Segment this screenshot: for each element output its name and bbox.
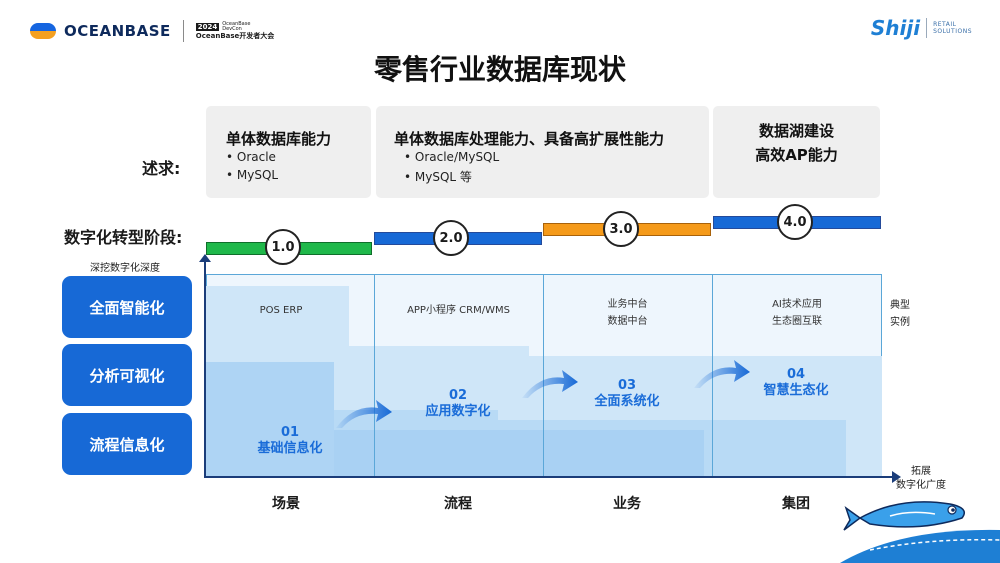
- example-col-3: 业务中台 数据中台: [543, 296, 712, 330]
- depth-axis: [204, 258, 206, 478]
- stage-badge-4: 4.0: [777, 204, 813, 240]
- conf-tag-top: OceanBase: [222, 21, 251, 27]
- capability-visual-analytics: 分析可视化: [62, 344, 192, 406]
- bottom-label-group: 集团: [782, 496, 810, 512]
- oceanbase-mark-icon: [30, 23, 56, 39]
- phase-02-name: 应用数字化: [425, 404, 491, 419]
- conf-name: OceanBase开发者大会: [195, 32, 275, 40]
- example-col-4: AI技术应用 生态圈互联: [712, 296, 882, 330]
- example-col-4-line1: AI技术应用: [772, 299, 822, 310]
- shiji-sub-2: SOLUTIONS: [933, 28, 972, 35]
- example-col-4-line2: 生态圈互联: [772, 316, 822, 327]
- phase-02-num: 02: [448, 388, 468, 403]
- phase-04: 04 智慧生态化: [736, 367, 856, 399]
- stage-label: 数字化转型阶段:: [64, 228, 183, 247]
- mascot-fish-icon: [840, 501, 1000, 563]
- progress-arrow-icon: [522, 370, 578, 398]
- bottom-label-scene: 场景: [272, 496, 300, 512]
- requirement-heading-2: 单体数据库处理能力、具备高扩展性能力: [394, 130, 665, 148]
- breadth-label-2: 数字化广度: [896, 480, 946, 491]
- example-col-3-line2: 数据中台: [607, 316, 648, 327]
- progress-arrow-icon: [336, 400, 392, 428]
- bottom-label-process: 流程: [444, 496, 472, 512]
- phase-01-num: 01: [280, 425, 300, 440]
- depth-axis-label: 深挖数字化深度: [90, 263, 160, 274]
- stage-badge-1: 1.0: [265, 229, 301, 265]
- band-low-2: [334, 430, 704, 476]
- shiji-divider: [926, 18, 928, 38]
- requirement-item: • MySQL 等: [404, 170, 472, 184]
- bottom-label-business: 业务: [613, 496, 641, 512]
- phase-03: 03 全面系统化: [567, 378, 687, 410]
- requirement-heading-3: 数据湖建设: [758, 122, 834, 140]
- brand-left: OCEANBASE: [64, 22, 171, 40]
- phase-01-name: 基础信息化: [257, 441, 323, 456]
- phase-01: 01 基础信息化: [230, 425, 350, 457]
- breadth-axis-label: 拓展 数字化广度: [896, 465, 946, 493]
- requirement-item: • Oracle/MySQL: [404, 150, 500, 164]
- example-col-1: POS ERP: [259, 305, 303, 316]
- example-col-2: APP小程序 CRM/WMS: [407, 305, 510, 316]
- column-divider-2: [543, 274, 544, 476]
- phase-02: 02 应用数字化: [398, 388, 518, 420]
- shiji-logo: Shiji RETAIL SOLUTIONS: [871, 16, 972, 40]
- conference-badge: 2024 OceanBase DevCon OceanBase开发者大会: [195, 21, 275, 40]
- requirement-item: • MySQL: [226, 168, 279, 182]
- breadth-axis: [204, 476, 894, 478]
- band-low-1: [206, 362, 334, 476]
- column-divider-1: [374, 274, 375, 476]
- phase-04-num: 04: [786, 367, 806, 382]
- progress-arrow-icon: [694, 360, 750, 388]
- shiji-sub-1: RETAIL: [933, 21, 957, 28]
- requirement-box-1: 单体数据库能力 • Oracle • MySQL: [206, 106, 371, 198]
- typical-line1: 典型: [890, 300, 910, 311]
- breadth-label-1: 拓展: [911, 466, 931, 477]
- capability-process-informatization: 流程信息化: [62, 413, 192, 475]
- stage-badge-3: 3.0: [603, 211, 639, 247]
- example-col-3-line1: 业务中台: [607, 299, 648, 310]
- phase-03-name: 全面系统化: [594, 394, 660, 409]
- breadth-axis-arrow-icon: [892, 471, 901, 483]
- requirement-item: • Oracle: [226, 150, 276, 164]
- typical-line2: 实例: [890, 317, 910, 328]
- page-title: 零售行业数据库现状: [373, 53, 626, 86]
- stage-badge-2: 2.0: [433, 220, 469, 256]
- phase-04-name: 智慧生态化: [763, 383, 829, 398]
- logo-divider: [182, 20, 184, 42]
- depth-axis-arrow-icon: [199, 254, 211, 262]
- requirements-label: 述求:: [142, 159, 181, 178]
- shiji-subtitle: RETAIL SOLUTIONS: [933, 21, 972, 35]
- requirement-box-3: 数据湖建设 高效AP能力: [713, 106, 880, 198]
- conf-year: 2024: [195, 23, 220, 31]
- capability-full-intelligence: 全面智能化: [62, 276, 192, 338]
- phase-03-num: 03: [617, 378, 637, 393]
- requirement-box-2: 单体数据库处理能力、具备高扩展性能力 • Oracle/MySQL • MySQ…: [376, 106, 709, 198]
- brand-right: Shiji: [870, 16, 921, 40]
- conf-tag-bottom: DevCon: [222, 26, 242, 32]
- requirement-heading-3b: 高效AP能力: [755, 146, 838, 164]
- typical-examples-label: 典型 实例: [890, 297, 910, 331]
- oceanbase-logo: OCEANBASE 2024 OceanBase DevCon OceanBas…: [30, 18, 274, 44]
- requirement-heading-1: 单体数据库能力: [226, 130, 332, 148]
